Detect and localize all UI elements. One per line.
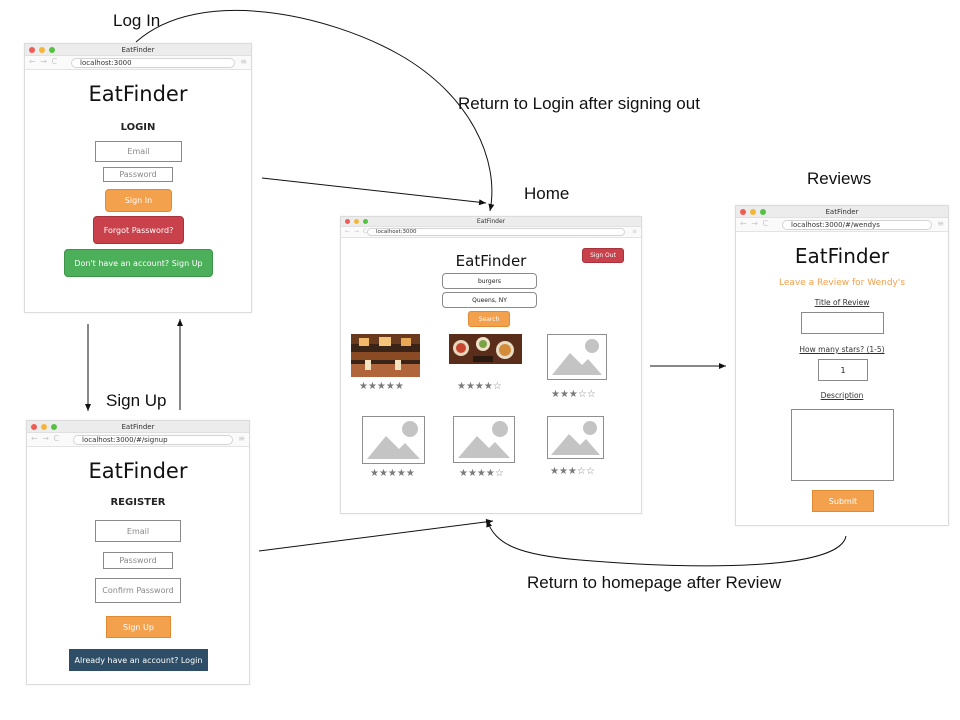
window-title: EatFinder [121,423,155,431]
close-dot-icon[interactable] [29,47,35,53]
window-titlebar: EatFinder [27,421,249,433]
signup-window: EatFinder ← → C localhost:3000/#/signup … [26,420,250,685]
arrow-signup-to-home [258,518,494,552]
forgot-password-button[interactable]: Forgot Password? [93,216,184,244]
login-flow-label: Log In [113,11,161,30]
window-titlebar: EatFinder [341,217,641,227]
url-field[interactable]: localhost:3000 [71,58,235,68]
window-title: EatFinder [121,46,155,54]
window-title: EatFinder [825,208,859,216]
sign-out-button[interactable]: Sign Out [582,248,624,263]
address-bar: ← → C localhost:3000 ≡ [341,227,641,238]
maximize-dot-icon[interactable] [51,424,57,430]
review-window: EatFinder ← → C localhost:3000/#/wendys … [735,205,949,526]
window-titlebar: EatFinder [25,44,251,56]
maximize-dot-icon[interactable] [760,209,766,215]
window-titlebar: EatFinder [736,206,948,218]
home-flow-label: Home [524,184,570,203]
stars-input[interactable]: 1 [818,359,868,381]
password-field[interactable]: Password [103,167,173,182]
register-heading: REGISTER [110,497,166,508]
close-dot-icon[interactable] [740,209,746,215]
url-field[interactable]: localhost:3000/#/wendys [782,220,932,230]
location-search-input[interactable]: Queens, NY [442,292,537,308]
minimize-dot-icon[interactable] [750,209,756,215]
restaurant-photo[interactable] [351,334,420,377]
description-textarea[interactable] [791,409,894,481]
window-title: EatFinder [476,218,506,225]
food-photo[interactable] [449,334,522,364]
signup-link-button[interactable]: Don't have an account? Sign Up [64,249,213,277]
close-dot-icon[interactable] [31,424,37,430]
menu-icon[interactable]: ≡ [238,434,245,443]
search-button[interactable]: Search [468,311,510,327]
login-heading: LOGIN [120,122,156,133]
brand-logo: EatFinder [88,82,188,106]
rating-stars: ★★★★★ [359,381,404,392]
brand-logo: EatFinder [455,252,527,270]
close-dot-icon[interactable] [345,219,350,224]
browser-nav-icons[interactable]: ← → C [740,219,770,228]
menu-icon[interactable]: ≡ [937,219,944,228]
rating-stars: ★★★☆☆ [551,389,596,400]
review-title-input[interactable] [801,312,884,334]
brand-logo: EatFinder [794,244,890,268]
browser-nav-icons[interactable]: ← → C [31,434,61,443]
stars-label: How many stars? (1-5) [799,345,885,354]
food-search-input[interactable]: burgers [442,273,537,289]
minimize-dot-icon[interactable] [41,424,47,430]
minimize-dot-icon[interactable] [39,47,45,53]
image-placeholder-icon[interactable] [547,416,604,459]
maximize-dot-icon[interactable] [49,47,55,53]
menu-icon[interactable]: ≡ [631,228,637,235]
arrow-login-to-home [261,177,487,206]
url-field[interactable]: localhost:3000 [367,228,625,236]
description-label: Description [820,391,864,400]
login-link-button[interactable]: Already have an account? Login [69,649,208,671]
rating-stars: ★★★★☆ [459,468,504,479]
sign-in-button[interactable]: Sign In [105,189,172,212]
home-window: EatFinder ← → C localhost:3000 ≡ EatFind… [340,216,642,514]
maximize-dot-icon[interactable] [363,219,368,224]
minimize-dot-icon[interactable] [354,219,359,224]
email-field[interactable]: Email [95,141,182,162]
password-field[interactable]: Password [103,552,173,569]
reviews-flow-label: Reviews [807,169,872,188]
signup-flow-label: Sign Up [106,391,167,410]
brand-logo: EatFinder [88,459,188,483]
address-bar: ← → C localhost:3000/#/wendys ≡ [736,218,948,232]
submit-button[interactable]: Submit [812,490,874,512]
return-login-label: Return to Login after signing out [458,94,700,113]
title-of-review-label: Title of Review [814,298,870,307]
rating-stars: ★★★★★ [370,468,415,479]
image-placeholder-icon[interactable] [453,416,515,463]
login-window: EatFinder ← → C localhost:3000 ≡ EatFind… [24,43,252,313]
arrow-review-to-home [486,519,847,567]
address-bar: ← → C localhost:3000 ≡ [25,56,251,70]
return-home-label: Return to homepage after Review [527,573,782,592]
address-bar: ← → C localhost:3000/#/signup ≡ [27,433,249,447]
menu-icon[interactable]: ≡ [240,57,247,66]
browser-nav-icons[interactable]: ← → C [345,228,369,235]
rating-stars: ★★★★☆ [457,381,502,392]
rating-stars: ★★★☆☆ [550,466,595,477]
arrow-signout-to-login [135,9,495,212]
email-field[interactable]: Email [95,520,181,542]
image-placeholder-icon[interactable] [547,334,607,380]
sign-up-button[interactable]: Sign Up [106,616,171,638]
browser-nav-icons[interactable]: ← → C [29,57,59,66]
confirm-password-field[interactable]: Confirm Password [95,578,181,603]
url-field[interactable]: localhost:3000/#/signup [73,435,233,445]
review-title: Leave a Review for Wendy's [778,278,906,288]
image-placeholder-icon[interactable] [362,416,425,464]
